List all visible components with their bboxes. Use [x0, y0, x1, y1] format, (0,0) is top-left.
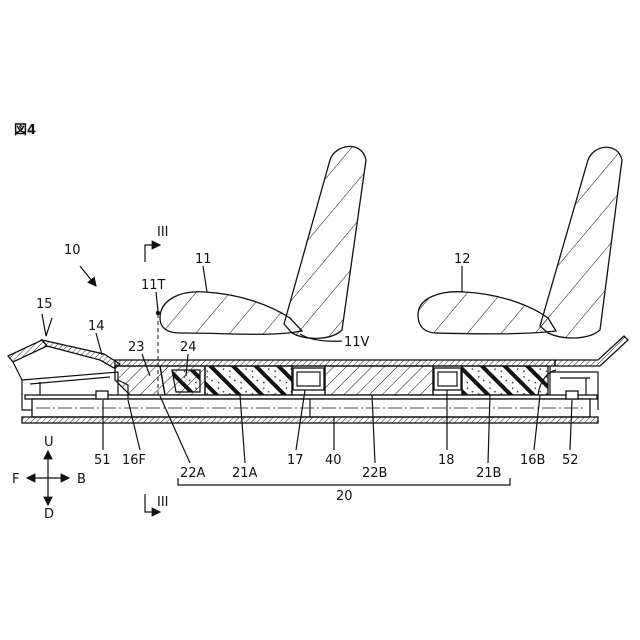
bracket-51: [96, 391, 108, 399]
direction-up-label: U: [44, 435, 54, 450]
ref-52: 52: [562, 453, 579, 468]
front-seat-cushion: [160, 292, 302, 335]
ref-11T: 11T: [141, 278, 166, 293]
rear-panel: [555, 336, 628, 366]
part-21B: [462, 366, 548, 395]
part-22B: [325, 366, 433, 395]
rear-seat-back: [540, 147, 622, 338]
ref-11V: 11V: [344, 335, 370, 350]
front-seat: [160, 146, 366, 338]
section-marker-top: III: [145, 225, 169, 262]
ref-16F: 16F: [122, 453, 146, 468]
front-floor: [42, 340, 120, 368]
front-floor-box: [13, 362, 118, 395]
direction-down-label: D: [44, 507, 54, 522]
direction-front-label: F: [12, 472, 19, 487]
ref-10: 10: [64, 243, 81, 258]
point-11T: [156, 311, 160, 315]
cross-member-17: [293, 368, 324, 390]
ref-18: 18: [438, 453, 455, 468]
ref-20: 20: [336, 489, 353, 504]
ref-22B: 22B: [362, 466, 387, 481]
ref-15: 15: [36, 297, 53, 312]
section-label-bottom: III: [157, 495, 169, 510]
ref-11: 11: [195, 252, 212, 267]
ref-40: 40: [325, 453, 342, 468]
ref-23: 23: [128, 340, 145, 355]
section-marker-bottom: III: [145, 494, 169, 512]
rear-seat: [418, 147, 622, 338]
bracket-52: [566, 391, 578, 399]
ref-51: 51: [94, 453, 111, 468]
ref-22A: 22A: [180, 466, 206, 481]
figure-label: 図4: [14, 123, 36, 138]
bottom-plate: [22, 417, 598, 423]
front-seat-back: [284, 146, 366, 338]
section-label-top: III: [157, 225, 169, 240]
floor-top-panel: [115, 360, 555, 366]
ref-14: 14: [88, 319, 105, 334]
direction-compass: U F B D: [12, 435, 86, 522]
ref-17: 17: [287, 453, 304, 468]
dash-panel: [8, 340, 47, 362]
ref-21A: 21A: [232, 466, 258, 481]
ref-16B: 16B: [520, 453, 545, 468]
direction-back-label: B: [77, 472, 86, 487]
part-21A: [205, 366, 292, 395]
rear-seat-cushion: [418, 292, 556, 334]
ref-24: 24: [180, 340, 197, 355]
ref-21B: 21B: [476, 466, 501, 481]
ref-12: 12: [454, 252, 471, 267]
